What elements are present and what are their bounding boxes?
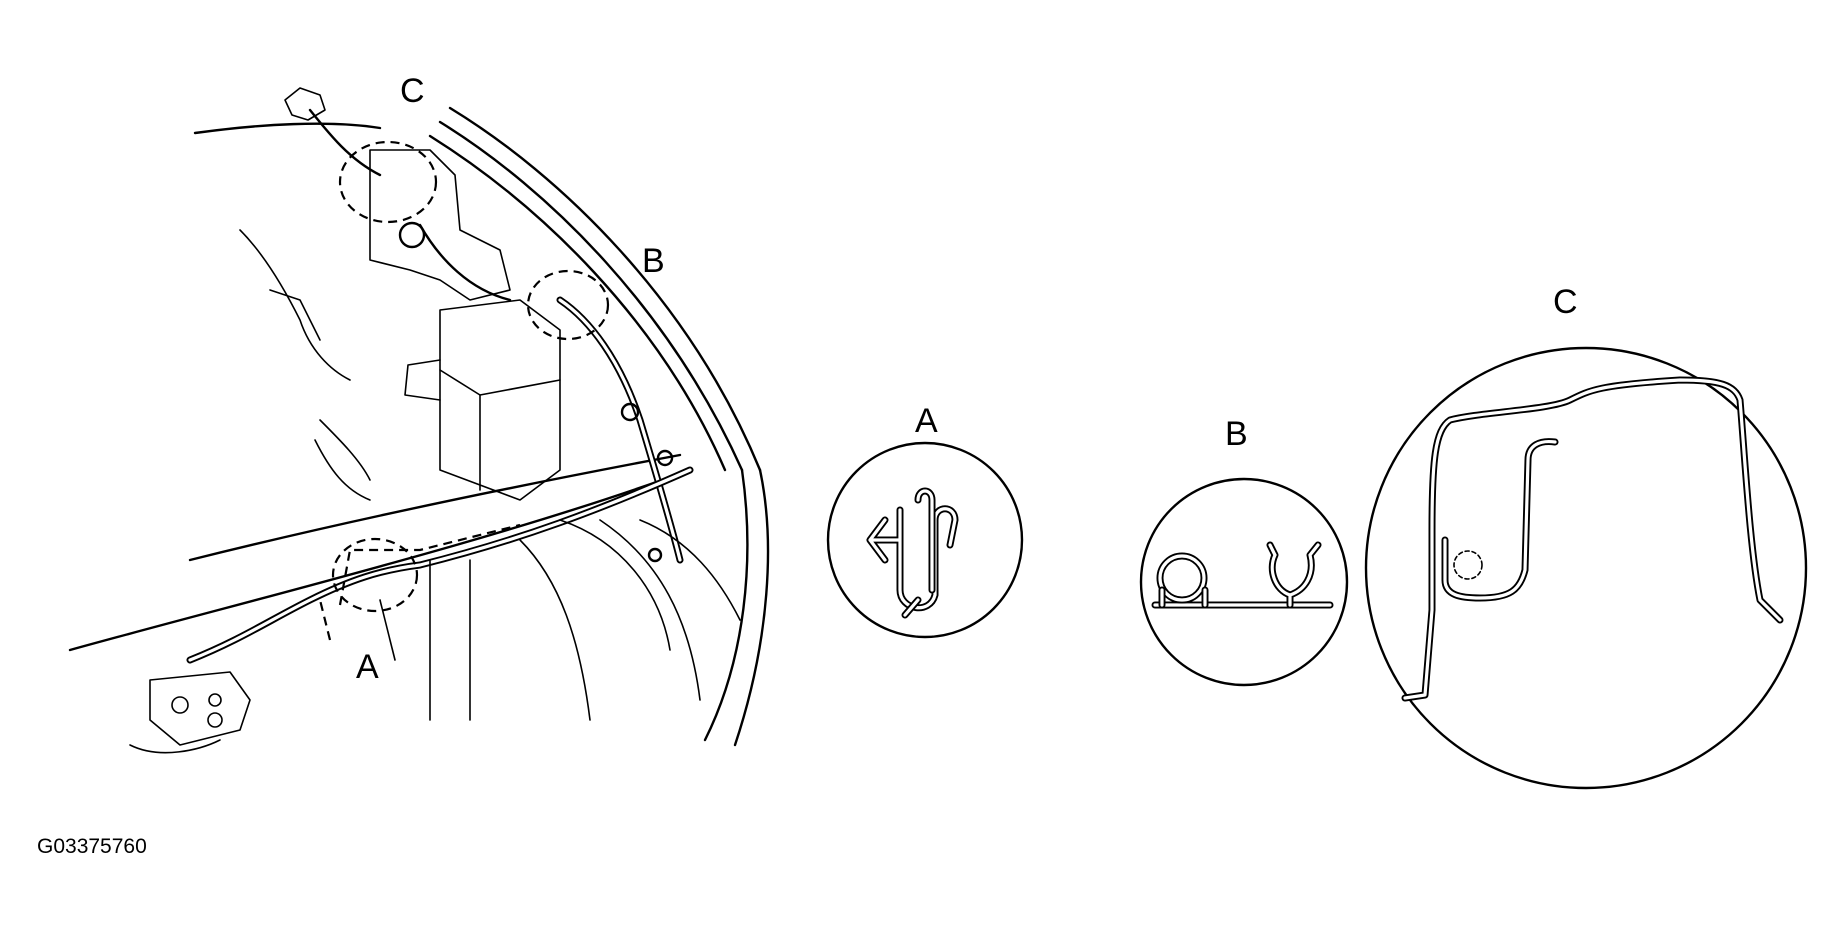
clip-b-shape (1151, 541, 1334, 609)
callout-label-a: A (356, 648, 379, 686)
detail-c-circle (1364, 346, 1808, 790)
figure-code: G03375760 (37, 835, 147, 858)
detail-b: B (1139, 415, 1349, 687)
detail-a-label: A (915, 402, 938, 440)
callout-label-c: C (400, 72, 425, 110)
detail-a-circle (826, 441, 1024, 639)
callout-label-b: B (642, 242, 665, 280)
detail-c: C (1364, 283, 1808, 790)
detail-b-label: B (1225, 415, 1248, 453)
clip-a-shape (866, 487, 959, 619)
detail-c-hose-section (1453, 550, 1483, 580)
detail-b-circle (1139, 477, 1349, 687)
detail-c-label: C (1553, 283, 1578, 321)
hood-profile-shape (1401, 376, 1784, 702)
detail-a: A (826, 402, 1024, 639)
vehicle-engine-bay-illustration (68, 87, 770, 754)
